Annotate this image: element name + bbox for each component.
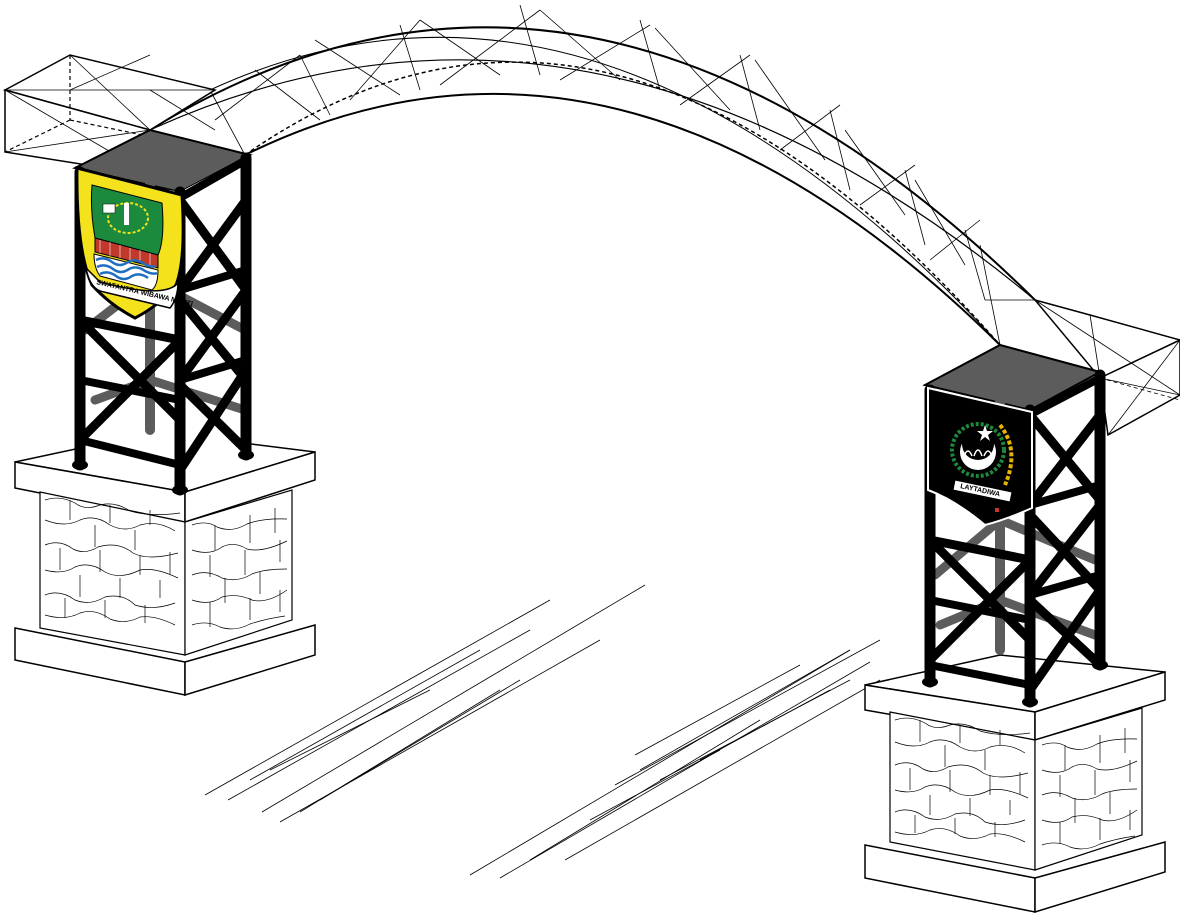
road-hatching [204, 584, 881, 879]
arch-truss [149, 4, 1036, 346]
right-emblem: LAYTADIWA [927, 386, 1033, 527]
left-stone-pattern [44, 497, 288, 630]
right-pedestal [864, 654, 1166, 914]
right-stone-pattern [894, 717, 1138, 850]
left-emblem: SWATANTRA WIBAWA MUKTI [75, 166, 193, 320]
